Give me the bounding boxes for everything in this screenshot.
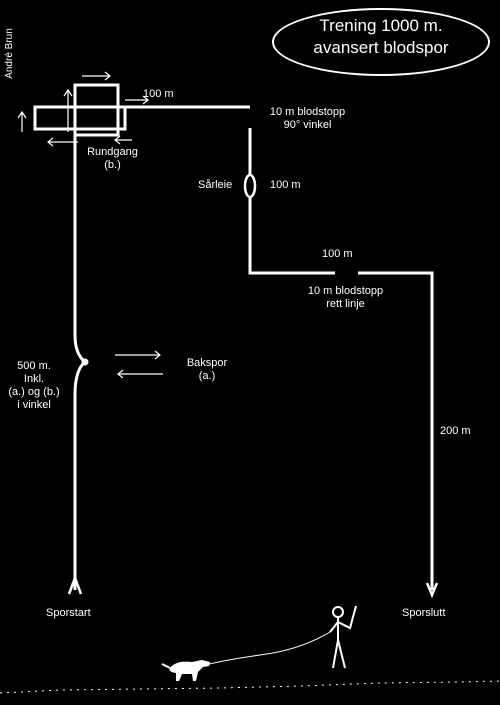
end-arrow-icon	[425, 582, 439, 599]
bloodstop-1-line-1: 10 m blodstopp	[269, 106, 346, 118]
ground-line	[0, 680, 500, 694]
label-main-track: 500 m. Inkl. (a.) og (b.) i vinkel	[2, 360, 66, 412]
bakspor-arrows-icon	[115, 350, 163, 379]
title-oval	[272, 8, 490, 76]
label-bloodstop-2: 10 m blodstopp rett linje	[288, 285, 403, 311]
label-rundgang: Rundgang (b.)	[80, 146, 145, 172]
main-track-line-2: Inkl.	[23, 373, 45, 385]
junction-dot	[81, 358, 89, 366]
label-start: Sporstart	[46, 607, 91, 619]
main-track-line-3: (a.) og (b.)	[8, 386, 60, 398]
start-marker-icon	[67, 577, 83, 595]
title-line-1: Trening 1000 m.	[319, 16, 443, 35]
title-line-2: avansert blodspor	[313, 38, 449, 57]
bakspor-line-1: Bakspor	[186, 357, 228, 369]
bloodstop-1-line-2: 90° vinkel	[283, 119, 332, 131]
track-right-upper	[248, 128, 335, 275]
label-bloodstop-1: 10 m blodstopp 90° vinkel	[250, 106, 365, 132]
label-right-down-segment: 100 m	[270, 179, 301, 191]
rundgang-line-1: Rundgang	[87, 146, 138, 158]
label-bakspor: Bakspor (a.)	[182, 357, 232, 383]
label-top-segment: 100 m	[143, 88, 174, 100]
main-track-line-1: 500 m.	[17, 360, 51, 372]
bloodstop-2-line-2: rett linje	[326, 298, 365, 310]
rundgang-line-2: (b.)	[104, 159, 121, 171]
wound-bed-marker	[243, 173, 257, 199]
rundgang-arrows-icon	[17, 71, 149, 147]
bakspor-line-2: (a.)	[198, 370, 216, 382]
author-credit: André Brun	[3, 28, 15, 79]
bloodstop-2-line-1: 10 m blodstopp	[307, 285, 384, 297]
leash-line	[204, 631, 331, 666]
rundgang-box-upper	[73, 83, 120, 137]
track-final	[358, 271, 434, 590]
dog-figure-icon	[161, 660, 210, 681]
label-wound-bed: Sårleie	[198, 179, 233, 191]
rundgang-box-lower	[33, 105, 127, 131]
main-track-line-4: i vinkel	[17, 399, 51, 411]
label-final-segment: 200 m	[440, 425, 471, 437]
label-end: Sporslutt	[402, 607, 446, 619]
page-title: Trening 1000 m. avansert blodspor	[272, 15, 490, 59]
label-mid-segment: 100 m	[322, 248, 353, 260]
hunter-figure-icon	[329, 605, 357, 669]
